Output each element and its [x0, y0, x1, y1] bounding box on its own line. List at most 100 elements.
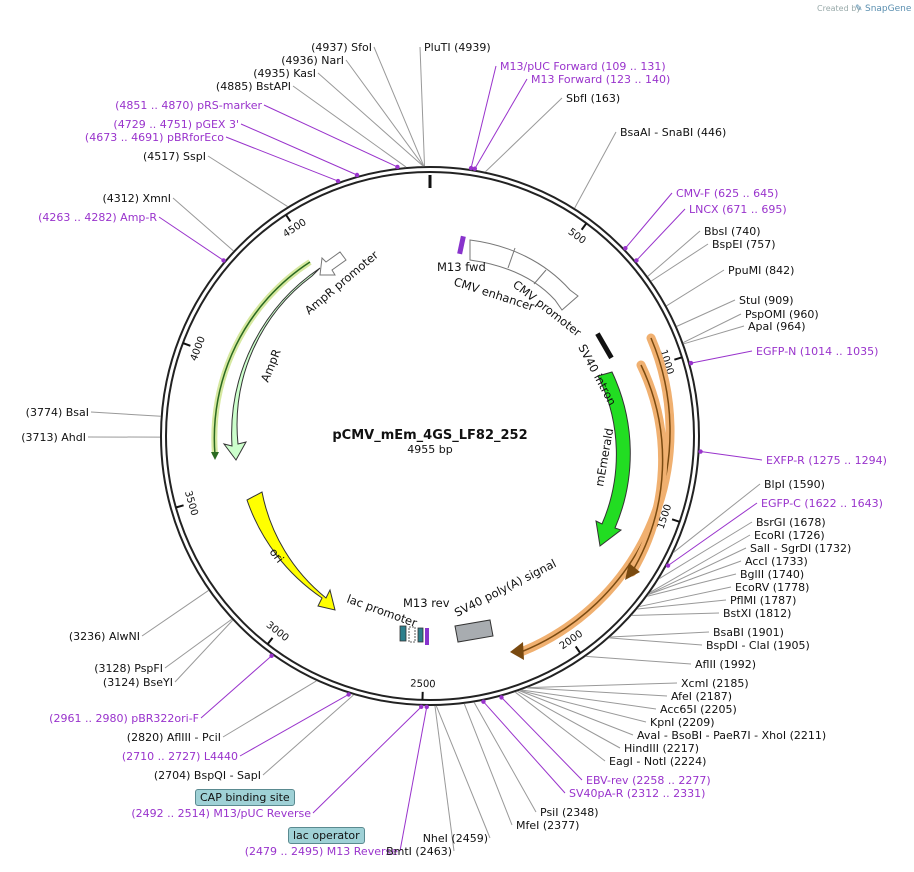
tick-mark — [574, 645, 582, 654]
callout-line — [649, 534, 751, 593]
primer-marker — [481, 699, 486, 704]
site-label-acc65i[interactable]: Acc65I (2205) — [660, 703, 737, 716]
site-label-pbrforeco[interactable]: (4673 .. 4691) pBRforEco — [85, 131, 224, 144]
callout-line — [470, 65, 497, 169]
ampr-outline-glow — [211, 259, 312, 456]
site-label-xmni[interactable]: (4312) XmnI — [102, 192, 171, 205]
site-label-pluti[interactable]: PluTI (4939) — [424, 41, 491, 54]
site-label-eagi-noti[interactable]: EagI - NotI (2224) — [609, 755, 706, 768]
site-label-bsaai-snabi[interactable]: BsaAI - SnaBI (446) — [620, 126, 726, 139]
site-label-nhei[interactable]: NheI (2459) — [423, 832, 488, 845]
site-label-cmv-f[interactable]: CMV-F (625 .. 645) — [676, 187, 778, 200]
tick-mark — [182, 342, 191, 347]
callout-line — [501, 697, 583, 781]
site-label-bseyi[interactable]: (3124) BseYI — [103, 676, 173, 689]
callout-line — [673, 483, 761, 553]
site-label-pflmi[interactable]: PflMI (1787) — [730, 594, 796, 607]
ampr-promoter-arrow — [319, 251, 347, 276]
site-label-ecori[interactable]: EcoRI (1726) — [754, 529, 825, 542]
lac-operator-label: lac operator — [288, 827, 365, 844]
cmv-divider — [507, 247, 516, 269]
site-label-bsai[interactable]: (3774) BsaI — [26, 406, 89, 419]
site-label-pspomi[interactable]: PspOMI (960) — [745, 308, 819, 321]
site-label-afliii-pcii[interactable]: (2820) AflIII - PciI — [127, 731, 221, 744]
site-label-ppumi[interactable]: PpuMI (842) — [728, 264, 794, 277]
callout-line — [141, 590, 209, 637]
site-label-m13-puc-reverse[interactable]: (2492 .. 2514) M13/pUC Reverse — [131, 807, 311, 820]
site-label-bstapi[interactable]: (4885) BstAPI — [216, 80, 291, 93]
callout-line — [463, 703, 513, 826]
site-label-m13-forward[interactable]: M13 Forward (123 .. 140) — [531, 73, 670, 86]
tick-label: 3500 — [182, 490, 199, 517]
site-label-pspfi[interactable]: (3128) PspFI — [94, 662, 163, 675]
site-label-amp-r[interactable]: (4263 .. 4282) Amp-R — [38, 211, 157, 224]
site-label-bsabi[interactable]: BsaBI (1901) — [713, 626, 784, 639]
site-label-ecorv[interactable]: EcoRV (1778) — [735, 581, 809, 594]
site-label-prs-marker[interactable]: (4851 .. 4870) pRS-marker — [115, 99, 262, 112]
site-label-bspdi-clai[interactable]: BspDI - ClaI (1905) — [706, 639, 810, 652]
primer-marker — [269, 653, 274, 659]
site-label-avai-bsobi-paer7i-xhoi[interactable]: AvaI - BsoBI - PaeR7I - XhoI (2211) — [637, 729, 826, 742]
callout-line — [527, 687, 668, 697]
tick-mark — [285, 214, 292, 222]
site-label-psii[interactable]: PsiI (2348) — [540, 806, 599, 819]
feature-label-ampr: AmpR — [258, 347, 284, 384]
callout-line — [647, 573, 737, 597]
site-label-l4440[interactable]: (2710 .. 2727) L4440 — [122, 750, 238, 763]
callout-line — [683, 313, 742, 343]
cap-site-mark — [399, 625, 407, 642]
site-label-alwni[interactable]: (3236) AlwNI — [69, 630, 140, 643]
site-label-bmti[interactable]: BmtI (2463) — [386, 845, 452, 858]
site-label-kasi[interactable]: (4935) KasI — [253, 67, 316, 80]
site-label-bspei[interactable]: BspEI (757) — [712, 238, 776, 251]
primer-marker — [623, 246, 628, 251]
site-label-lncx[interactable]: LNCX (671 .. 695) — [689, 203, 787, 216]
site-label-afei[interactable]: AfeI (2187) — [671, 690, 732, 703]
callout-line — [174, 619, 233, 683]
site-label-bstxi[interactable]: BstXI (1812) — [723, 607, 791, 620]
site-label-sali-sgrdi[interactable]: SalI - SgrDI (1732) — [750, 542, 851, 555]
callout-line — [519, 690, 634, 736]
site-label-stui[interactable]: StuI (909) — [739, 294, 794, 307]
callout-line — [637, 599, 727, 610]
callout-line — [473, 702, 537, 813]
site-label-ebv-rev[interactable]: EBV-rev (2258 .. 2277) — [586, 774, 711, 787]
callout-line — [700, 451, 763, 461]
site-label-m13-reverse[interactable]: (2479 .. 2495) M13 Reverse — [245, 845, 398, 858]
site-label-kpni[interactable]: KpnI (2209) — [650, 716, 715, 729]
site-label-ahdi[interactable]: (3713) AhdI — [21, 431, 86, 444]
callout-line — [636, 208, 686, 261]
site-label-bbsi[interactable]: BbsI (740) — [704, 225, 761, 238]
site-label-exfp-r[interactable]: EXFP-R (1275 .. 1294) — [766, 454, 887, 467]
callout-line — [90, 411, 161, 417]
site-label-blpi[interactable]: BlpI (1590) — [764, 478, 825, 491]
site-label-sfoi[interactable]: (4937) SfoI — [311, 41, 372, 54]
site-label-sspi[interactable]: (4517) SspI — [143, 150, 206, 163]
site-label-mfei[interactable]: MfeI (2377) — [516, 819, 579, 832]
callout-line — [625, 192, 673, 249]
primer-marker — [688, 360, 694, 366]
site-label-pgex-3-[interactable]: (4729 .. 4751) pGEX 3' — [113, 118, 239, 131]
callout-line — [373, 46, 425, 167]
callout-line — [631, 612, 720, 616]
site-label-egfp-c[interactable]: EGFP-C (1622 .. 1643) — [761, 497, 883, 510]
site-label-hindiii[interactable]: HindIII (2217) — [624, 742, 699, 755]
site-label-xcmi[interactable]: XcmI (2185) — [681, 677, 749, 690]
backbone-outer-ring — [160, 166, 700, 706]
site-label-bsrgi[interactable]: BsrGI (1678) — [756, 516, 826, 529]
site-label-nari[interactable]: (4936) NarI — [281, 54, 344, 67]
site-label-pbr322ori-f[interactable]: (2961 .. 2980) pBR322ori-F — [49, 712, 199, 725]
site-label-sbfi[interactable]: SbfI (163) — [566, 92, 620, 105]
site-label-apai[interactable]: ApaI (964) — [748, 320, 806, 333]
primer-marker — [698, 449, 703, 454]
site-label-egfp-n[interactable]: EGFP-N (1014 .. 1035) — [756, 345, 878, 358]
site-label-acci[interactable]: AccI (1733) — [745, 555, 808, 568]
site-label-bglii[interactable]: BglII (1740) — [740, 568, 804, 581]
lac-promoter-mark — [408, 626, 416, 643]
site-label-m13-puc-forward[interactable]: M13/pUC Forward (109 .. 131) — [500, 60, 666, 73]
site-label-aflii[interactable]: AflII (1992) — [695, 658, 756, 671]
site-label-sv40pa-r[interactable]: SV40pA-R (2312 .. 2331) — [569, 787, 705, 800]
callout-line — [164, 618, 232, 669]
site-label-bspqi-sapi[interactable]: (2704) BspQI - SapI — [154, 769, 261, 782]
